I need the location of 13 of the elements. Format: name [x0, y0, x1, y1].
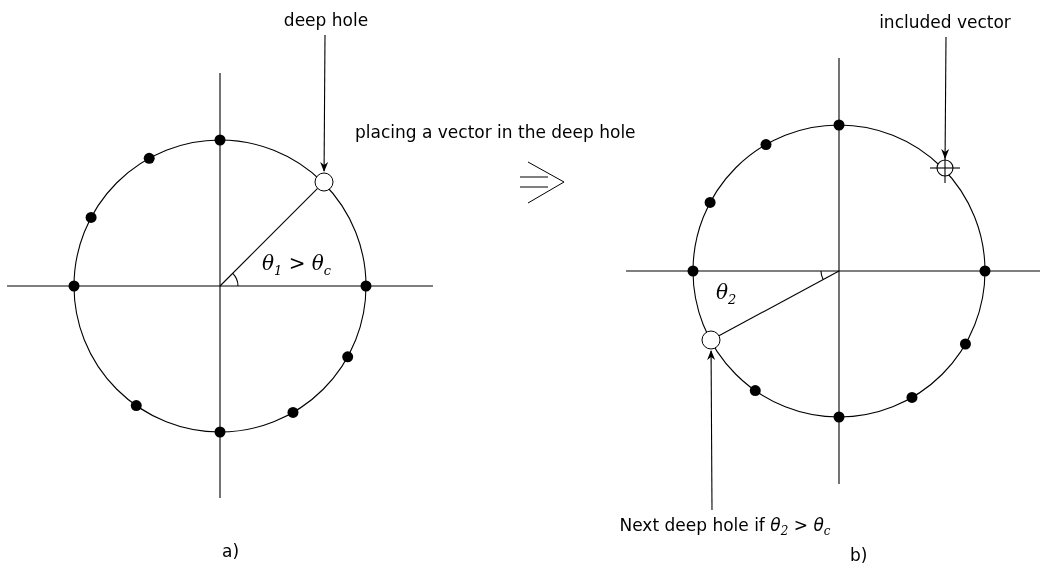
- callout-text: deep hole: [280, 9, 372, 31]
- angle-label: θ$_{2}$: [716, 281, 737, 309]
- callout-text: Next deep hole if θ$_{2}$ > θ$_{c}$: [590, 514, 860, 543]
- angle-label: θ$_{1}$ > θ$_{c}$: [262, 252, 332, 280]
- text-label: placing a vector in the deep hole: [355, 121, 636, 143]
- arrow: [320, 34, 329, 172]
- hollow-circle: [314, 172, 334, 192]
- text-label: b): [850, 544, 868, 566]
- arrow: [707, 350, 716, 511]
- text-label: a): [222, 540, 240, 562]
- hollow-circle: [701, 330, 721, 350]
- crosshair-circle: [930, 153, 960, 183]
- callout-text: included vector: [865, 11, 1025, 33]
